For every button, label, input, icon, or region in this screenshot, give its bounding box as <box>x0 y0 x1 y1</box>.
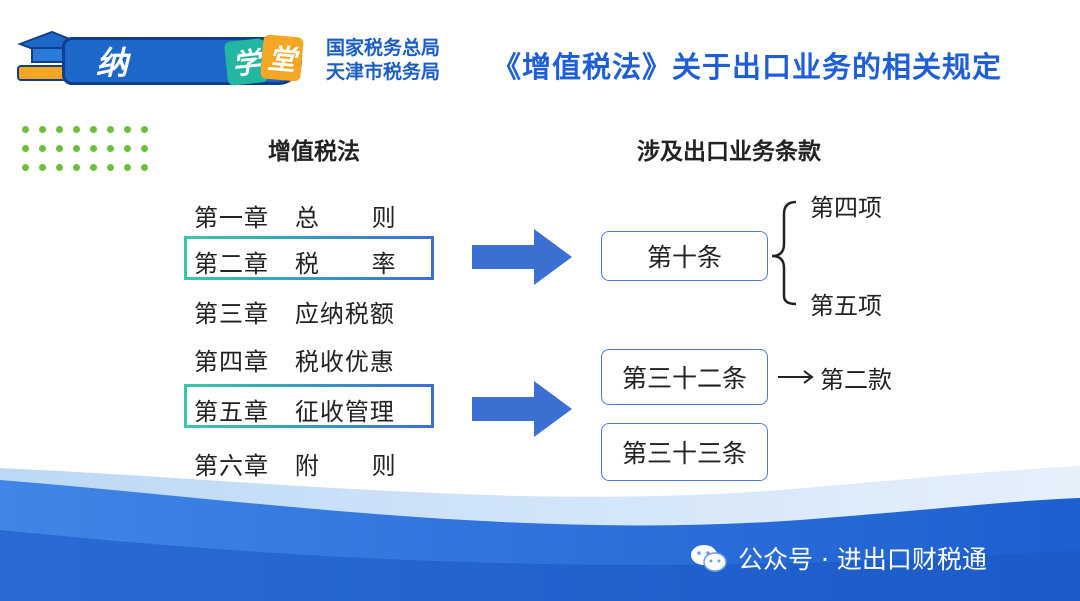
logo-text: 纳税人 <box>96 44 131 174</box>
item-5: 第五项 <box>810 292 882 320</box>
watermark-text: 公众号 · 进出口财税通 <box>738 545 987 574</box>
org-line-2: 天津市税务局 <box>326 61 441 83</box>
thin-arrow-icon <box>778 370 814 384</box>
chapter-2-highlight <box>184 236 434 280</box>
logo-tang: 堂 <box>260 34 304 82</box>
right-heading: 涉及出口业务条款 <box>637 139 821 165</box>
bottom-wave <box>0 466 1080 601</box>
arrow-right-icon <box>472 381 572 437</box>
paragraph-2: 第二款 <box>820 366 892 394</box>
article-32-label: 第三十二条 <box>621 364 747 393</box>
wechat-icon <box>691 545 727 572</box>
chapter-5-highlight <box>184 384 434 428</box>
chapter-1: 第一章 总 则 <box>194 204 397 232</box>
org-line-1: 国家税务总局 <box>326 37 441 59</box>
watermark: 公众号 · 进出口财税通 <box>690 540 987 576</box>
item-4: 第四项 <box>810 194 882 222</box>
arrow-right-icon <box>472 229 572 285</box>
article-33-box: 第三十三条 <box>601 423 768 481</box>
left-heading: 增值税法 <box>268 139 360 165</box>
org-name: 国家税务总局 天津市税务局 <box>326 36 440 84</box>
curly-brace-icon <box>771 200 797 306</box>
page-title: 《增值税法》关于出口业务的相关规定 <box>492 50 1003 84</box>
chapter-2: 第二章 税 率 <box>194 250 397 278</box>
article-10-label: 第十条 <box>646 243 722 272</box>
decorative-dots <box>22 126 152 172</box>
chapter-5: 第五章 征收管理 <box>194 398 395 426</box>
article-33-label: 第三十三条 <box>621 439 747 468</box>
chapter-4: 第四章 税收优惠 <box>194 348 395 376</box>
chapter-6: 第六章 附 则 <box>194 452 397 480</box>
chapter-3: 第三章 应纳税额 <box>194 300 395 328</box>
article-32-box: 第三十二条 <box>601 349 768 405</box>
article-10-box: 第十条 <box>601 231 768 281</box>
